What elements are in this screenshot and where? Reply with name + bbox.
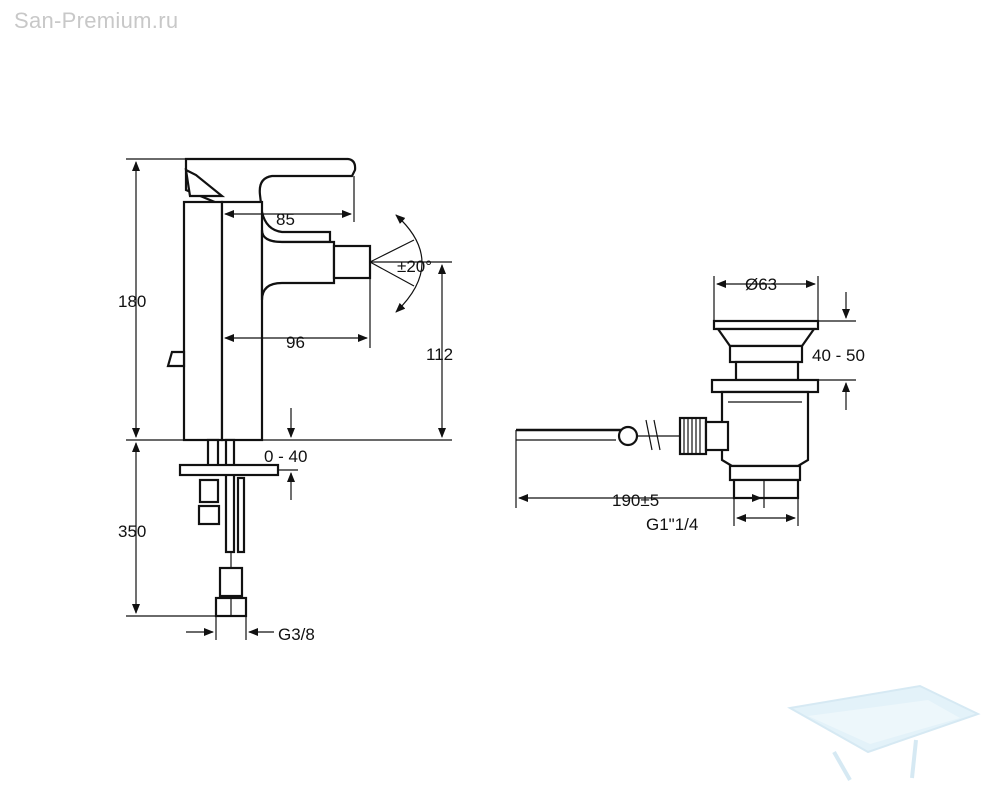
waste-body bbox=[720, 390, 810, 468]
mounting-plate bbox=[178, 463, 280, 477]
faucet-drawing bbox=[126, 157, 452, 618]
rod-length-label: 190±5 bbox=[612, 491, 659, 510]
faucet-body bbox=[182, 200, 224, 442]
waste-thread-label: G1"1/4 bbox=[646, 515, 698, 534]
waste-flange bbox=[710, 378, 820, 394]
connection-thread-label: G3/8 bbox=[278, 625, 315, 644]
faucet-body-front bbox=[220, 200, 264, 442]
nozzle-reach-label: 96 bbox=[286, 333, 305, 352]
hose-fitting bbox=[218, 566, 244, 598]
nozzle-head bbox=[332, 244, 372, 280]
mounting-nut bbox=[198, 478, 220, 504]
nozzle-height-label: 112 bbox=[426, 345, 453, 364]
nozzle-arm bbox=[260, 229, 336, 301]
waste-drawing bbox=[515, 319, 820, 500]
spout-reach-label: 85 bbox=[276, 210, 295, 229]
bathtub-logo-icon bbox=[787, 684, 981, 781]
height-total-label: 180 bbox=[118, 292, 146, 311]
cartridge-cap bbox=[184, 168, 226, 198]
watermark-text: San-Premium.ru bbox=[14, 8, 179, 33]
deck-thickness-label: 0 - 40 bbox=[264, 447, 307, 466]
waste-height-label: 40 - 50 bbox=[812, 346, 865, 365]
nozzle-swivel-label: ±20° bbox=[397, 257, 432, 276]
waste-tail bbox=[732, 478, 800, 500]
waste-cap bbox=[712, 319, 820, 331]
waste-diameter-label: Ø63 bbox=[745, 275, 777, 294]
hose-length-label: 350 bbox=[118, 522, 146, 541]
faucet-dimensions: 180 350 85 96 ±20° 112 0 - 40 G3/8 bbox=[118, 158, 453, 644]
waste-dimensions: Ø63 40 - 50 190±5 G1"1/4 bbox=[515, 275, 865, 534]
popup-lever bbox=[166, 350, 186, 368]
